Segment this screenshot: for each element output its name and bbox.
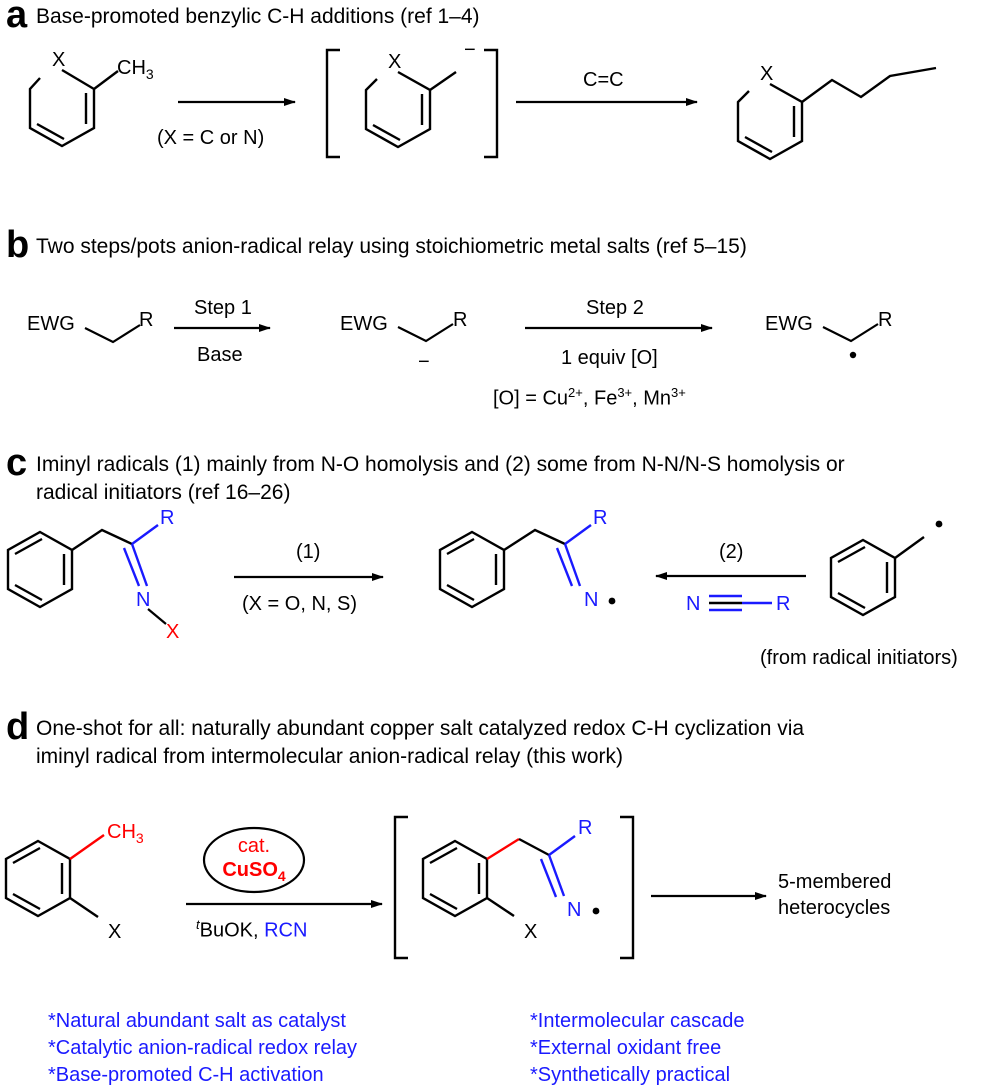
n-label-c1: N [136,589,151,611]
ch3-label-d: CH3 [107,821,144,846]
ch3-label-a: CH3 [117,57,154,82]
feature-left-1: *Natural abundant salt as catalyst [48,1010,346,1032]
cuso4-label: CuSO4 [222,859,286,884]
oxidant-list: [O] = Cu2+, Fe3+, Mn3+ [493,385,686,410]
atom-x-a3: X [760,63,774,85]
arrow-c1-bottom: (X = O, N, S) [242,593,358,615]
ewg-label-2: EWG [340,313,388,335]
catalyst-oval [202,826,306,894]
feature-right-2: *External oxidant free [530,1037,722,1059]
product-line-1: 5-membered [778,871,892,893]
panel-a-heading: Base-promoted benzylic C-H additions (re… [36,5,480,28]
r-label-3: R [878,309,893,331]
arrow-a2-label: C=C [583,69,624,91]
radical-dot-c [608,597,616,605]
arrow-c2-top: (2) [719,541,744,563]
bracket-right-a [484,48,499,159]
panel-c-heading-2: radical initiators (ref 16–26) [36,481,291,504]
bracket-right-d [620,815,635,960]
panel-b-heading: Two steps/pots anion-radical relay using… [36,235,747,258]
atom-x-a2: X [388,51,402,73]
ring-a1 [28,68,119,148]
methyl-bond-red [69,834,105,860]
n-x-bond [147,608,167,625]
radical-dot-d [592,907,600,915]
feature-right-1: *Intermolecular cascade [530,1010,745,1032]
r-label-c2: R [593,507,608,529]
ring-c3 [829,536,925,617]
chain-b3 [822,323,879,343]
oxime-bonds [122,524,159,587]
conditions-label: tBuOK, RCN [196,917,308,942]
nitrile-r-label: R [776,593,791,615]
carbanion-charge-b: − [418,351,430,373]
x-label-c1: X [166,621,180,643]
r-label-1: R [139,309,154,331]
x-label-d2: X [524,921,538,943]
atom-x-a1: X [52,49,66,71]
ch2-bond-d [518,837,550,857]
feature-left-2: *Catalytic anion-radical redox relay [48,1037,358,1059]
ewg-label-1: EWG [27,313,75,335]
chain-b2 [397,323,454,343]
ring-c2 [438,528,566,609]
panel-d-letter: d [6,706,30,748]
n-label-c2: N [584,589,599,611]
panel-d-heading-1: One-shot for all: naturally abundant cop… [36,717,805,740]
new-cc-bond-red [486,837,520,861]
r-label-c1: R [160,507,175,529]
anion-charge-a: − [464,39,476,61]
ring-a3 [736,66,937,161]
r-label-2: R [453,309,468,331]
panel-b-letter: b [6,224,30,266]
product-line-2: heterocycles [778,897,891,919]
nitrile-n-label: N [686,593,701,615]
x-label-d1: X [108,921,122,943]
feature-right-3: *Synthetically practical [530,1064,731,1086]
chain-b1 [84,324,141,344]
step2-label: Step 2 [586,297,644,319]
panel-c-letter: c [6,442,28,484]
nitrile-bond [709,594,772,612]
ring-d2 [421,839,515,918]
bracket-left-a [325,48,340,159]
arrow-a1-label: (X = C or N) [157,127,265,149]
iminyl-bonds-c [555,524,592,587]
feature-left-3: *Base-promoted C-H activation [48,1064,324,1086]
panel-c-heading-1: Iminyl radicals (1) mainly from N-O homo… [36,453,845,476]
bracket-left-d [393,815,408,960]
iminyl-bonds-d [539,835,576,898]
n-label-d: N [567,899,582,921]
arrow-c1-top: (1) [296,541,321,563]
ring-d1 [4,839,99,918]
equiv-label: 1 equiv [O] [561,347,658,369]
ring-a2 [364,70,457,149]
ewg-label-3: EWG [765,313,813,335]
radical-dot-benzyl [935,520,943,528]
r-label-d: R [578,817,593,839]
step1-label: Step 1 [194,297,252,319]
radical-dot-b [849,351,857,359]
panel-d-heading-2: iminyl radical from intermolecular anion… [36,745,624,768]
ring-c1 [6,528,133,609]
initiator-note: (from radical initiators) [760,647,958,669]
cat-label: cat. [237,835,271,857]
base-label: Base [197,344,243,366]
panel-a-letter: a [6,0,28,36]
